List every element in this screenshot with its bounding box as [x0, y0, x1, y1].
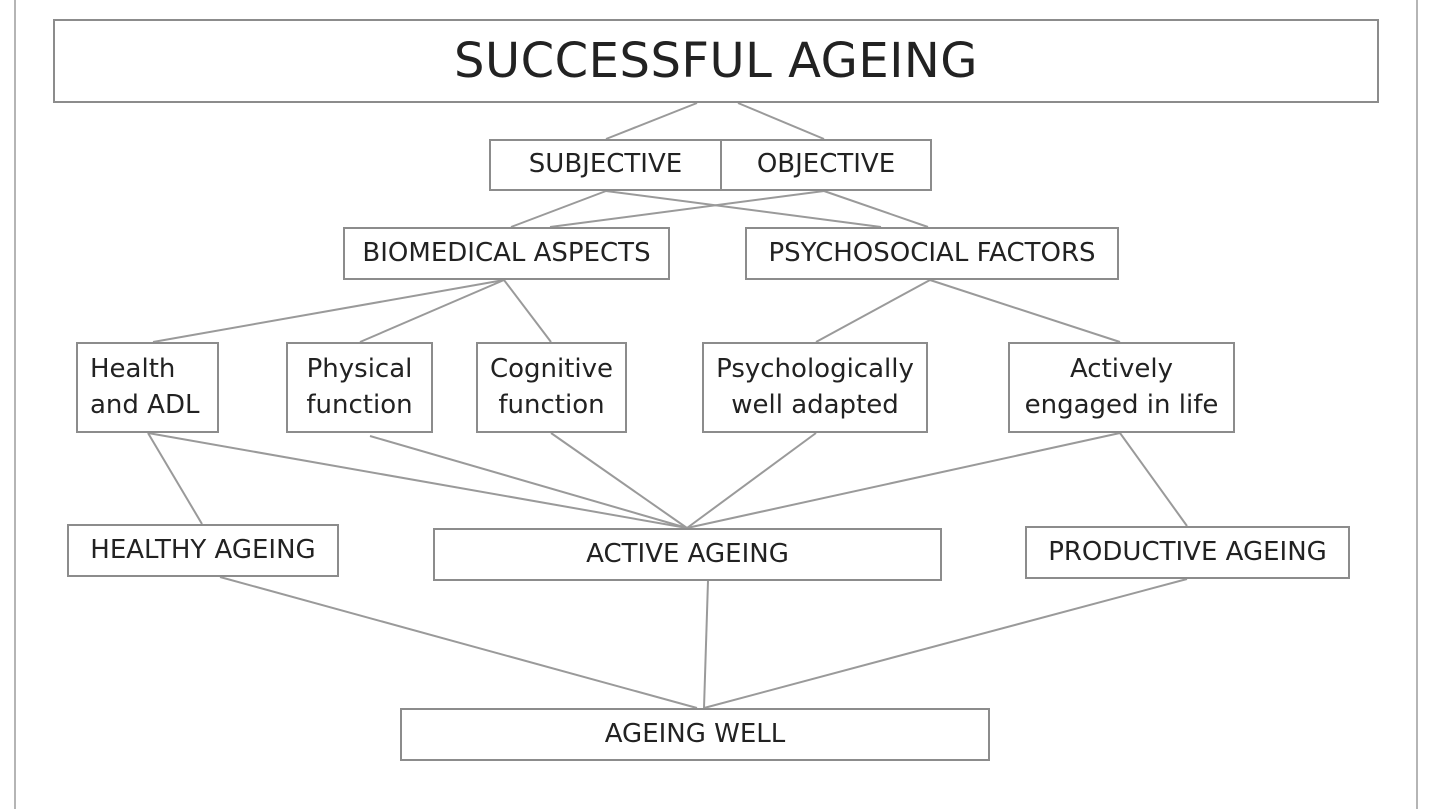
box-physical-function: Physical function [286, 342, 433, 433]
link-biomedical-cognitive [503, 279, 552, 343]
link-subjective-psychosocial [605, 190, 882, 228]
box-objective: OBJECTIVE [720, 139, 932, 191]
box-psychologically-well-adapted: Psychologically well adapted [702, 342, 928, 433]
link-biomedical-physical [359, 279, 505, 343]
link-psychosocial-engaged [929, 279, 1121, 343]
link-cognitive-active [550, 432, 688, 529]
link-healthy-well [219, 576, 698, 709]
frame-right-border [1416, 0, 1418, 809]
frame-left-border [14, 0, 16, 809]
link-biomedical-health [152, 279, 505, 343]
link-active-well [703, 580, 709, 709]
link-objective-psychosocial [823, 190, 929, 228]
box-health-adl: Health and ADL [76, 342, 219, 433]
link-productive-well [703, 578, 1188, 709]
box-ageing-well: AGEING WELL [400, 708, 990, 761]
link-subjective-biomedical [510, 190, 607, 228]
link-title-subjective [605, 102, 698, 140]
link-health-healthy [147, 432, 203, 525]
link-objective-biomedical [549, 190, 825, 228]
box-psychosocial-factors: PSYCHOSOCIAL FACTORS [745, 227, 1119, 280]
link-health-active [147, 432, 688, 529]
title-successful-ageing: SUCCESSFUL AGEING [53, 19, 1379, 103]
link-psychosocial-psychological [815, 279, 931, 343]
link-psychological-active [686, 432, 817, 529]
link-title-objective [737, 102, 825, 140]
box-biomedical-aspects: BIOMEDICAL ASPECTS [343, 227, 670, 280]
box-subjective: SUBJECTIVE [489, 139, 722, 191]
link-engaged-productive [1119, 432, 1188, 527]
box-actively-engaged: Actively engaged in life [1008, 342, 1235, 433]
box-healthy-ageing: HEALTHY AGEING [67, 524, 339, 577]
box-active-ageing: ACTIVE AGEING [433, 528, 942, 581]
link-physical-active [369, 435, 688, 529]
box-productive-ageing: PRODUCTIVE AGEING [1025, 526, 1350, 579]
link-engaged-active [686, 432, 1121, 529]
box-cognitive-function: Cognitive function [476, 342, 627, 433]
